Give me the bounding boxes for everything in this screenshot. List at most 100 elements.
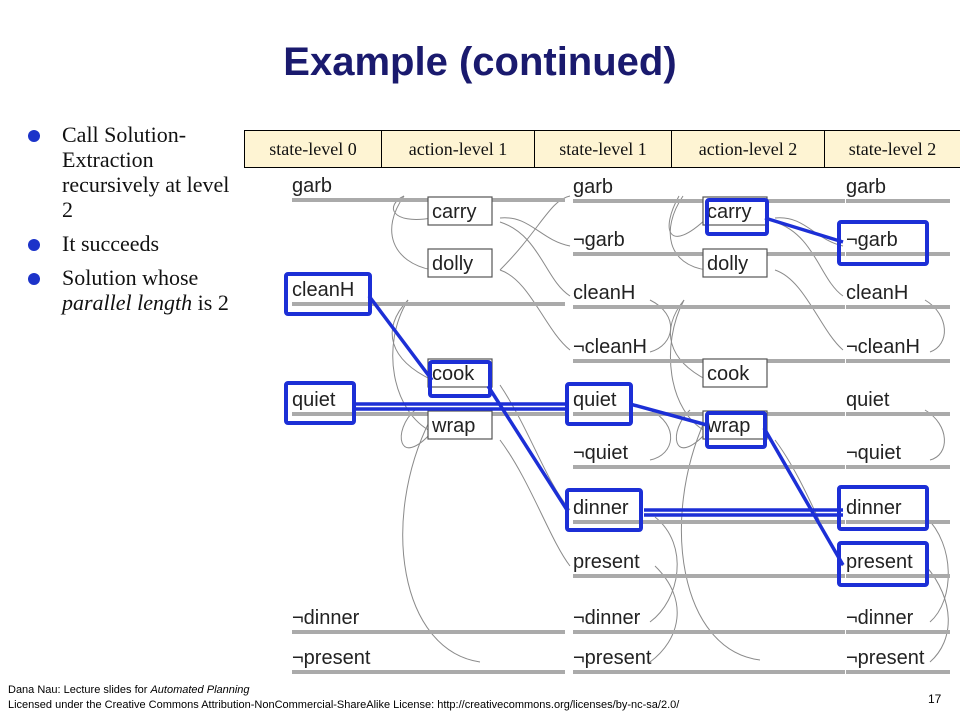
header-cell: state-level 0 — [245, 131, 382, 167]
persistence-bar — [292, 630, 565, 634]
action-node-box — [427, 410, 493, 440]
mutex-link-line — [649, 565, 678, 663]
state-node-label: dinner — [846, 497, 902, 519]
mutex-link-line — [924, 409, 945, 461]
state-node-label: ¬garb — [846, 229, 898, 251]
action-node-box — [702, 358, 768, 388]
persistence-bar — [573, 520, 845, 524]
bullet-dot-icon — [28, 130, 40, 142]
mutex-link-line — [649, 516, 678, 623]
highlight-box — [284, 381, 356, 425]
state-node-label: present — [846, 551, 913, 573]
footer-book-title: Automated Planning — [150, 684, 250, 696]
header-cell: state-level 2 — [825, 131, 960, 167]
action-node-label: cook — [432, 363, 475, 385]
state-node-label: ¬present — [846, 647, 925, 669]
state-node-label: garb — [292, 175, 332, 197]
bullet-item: Solution whose parallel length is 2 — [28, 265, 243, 315]
bullet-item: Call Solution-Extraction recursively at … — [28, 122, 243, 222]
header-cell: action-level 1 — [382, 131, 535, 167]
mutex-link-line — [774, 269, 844, 351]
state-node-label: ¬quiet — [846, 442, 901, 464]
mutex-link-line — [668, 195, 708, 237]
footer-credit: Dana Nau: Lecture slides for Automated P… — [8, 684, 250, 696]
solution-link-line — [764, 216, 844, 244]
slide-title: Example (continued) — [283, 40, 677, 84]
persistence-bar — [846, 359, 950, 363]
mutex-link-line — [649, 409, 672, 461]
solution-link-line — [762, 427, 845, 566]
header-cell: action-level 2 — [672, 131, 825, 167]
mutex-link-line — [669, 299, 708, 381]
state-node-label: ¬garb — [573, 229, 625, 251]
bullet-text: It succeeds — [62, 231, 160, 256]
page-number: 17 — [928, 692, 942, 706]
highlight-box — [284, 272, 372, 316]
state-node-label: quiet — [846, 389, 890, 411]
mutex-link-line — [391, 195, 433, 271]
action-node-label: cook — [707, 363, 750, 385]
mutex-link-line — [499, 439, 571, 567]
state-node-label: ¬cleanH — [846, 336, 920, 358]
persistence-bar — [292, 302, 565, 306]
action-node-box — [427, 248, 493, 278]
state-node-label: ¬dinner — [573, 607, 641, 629]
state-node-label: present — [573, 551, 640, 573]
state-node-label: ¬present — [573, 647, 652, 669]
bullet-list: Call Solution-Extraction recursively at … — [28, 122, 243, 324]
action-node-label: wrap — [706, 415, 750, 437]
action-node-box — [427, 196, 493, 226]
highlight-box — [705, 198, 769, 236]
state-node-label: ¬cleanH — [573, 336, 647, 358]
bullet-text: Call Solution-Extraction recursively at … — [62, 122, 230, 222]
mutex-link-line — [774, 221, 844, 297]
footer-license: Licensed under the Creative Commons Attr… — [8, 699, 680, 711]
solution-link-line — [486, 385, 569, 511]
state-node-label: cleanH — [292, 279, 354, 301]
mutex-link-line — [925, 516, 949, 623]
mutex-link-line — [402, 419, 481, 663]
state-node-label: ¬present — [292, 647, 371, 669]
action-node-label: dolly — [432, 253, 473, 275]
state-node-label: ¬dinner — [846, 607, 914, 629]
mutex-link-line — [649, 299, 672, 353]
footer-credit-prefix: Dana Nau: Lecture slides for — [8, 684, 151, 696]
bullet-text: parallel length — [62, 290, 193, 315]
mutex-link-line — [499, 269, 571, 351]
persistence-bar — [846, 412, 950, 416]
highlight-box — [565, 488, 643, 532]
action-node-box — [702, 248, 768, 278]
solution-link-line — [629, 402, 708, 427]
action-node-label: wrap — [431, 415, 475, 437]
header-cell: state-level 1 — [535, 131, 672, 167]
state-node-label: garb — [846, 176, 886, 198]
mutex-link-line — [774, 217, 844, 247]
highlight-box — [837, 220, 929, 266]
persistence-bar — [573, 305, 845, 309]
action-node-label: carry — [432, 201, 476, 223]
persistence-bar — [846, 574, 950, 578]
mutex-link-line — [499, 221, 571, 297]
mutex-link-line — [669, 195, 708, 271]
persistence-bar — [573, 670, 845, 674]
mutex-link-line — [499, 195, 571, 271]
highlight-box — [837, 485, 929, 531]
bullet-item: It succeeds — [28, 231, 243, 256]
state-node-label: cleanH — [573, 282, 635, 304]
highlight-box — [565, 382, 633, 426]
mutex-link-line — [499, 217, 571, 247]
state-node-label: garb — [573, 176, 613, 198]
action-node-label: dolly — [707, 253, 748, 275]
persistence-bar — [573, 630, 845, 634]
persistence-bar — [846, 465, 950, 469]
persistence-bar — [292, 670, 565, 674]
state-node-label: quiet — [573, 389, 617, 411]
bullet-dot-icon — [28, 273, 40, 285]
highlight-box — [428, 360, 492, 398]
persistence-bar — [573, 574, 845, 578]
state-node-label: cleanH — [846, 282, 908, 304]
action-node-label: carry — [707, 201, 751, 223]
persistence-bar — [846, 520, 950, 524]
